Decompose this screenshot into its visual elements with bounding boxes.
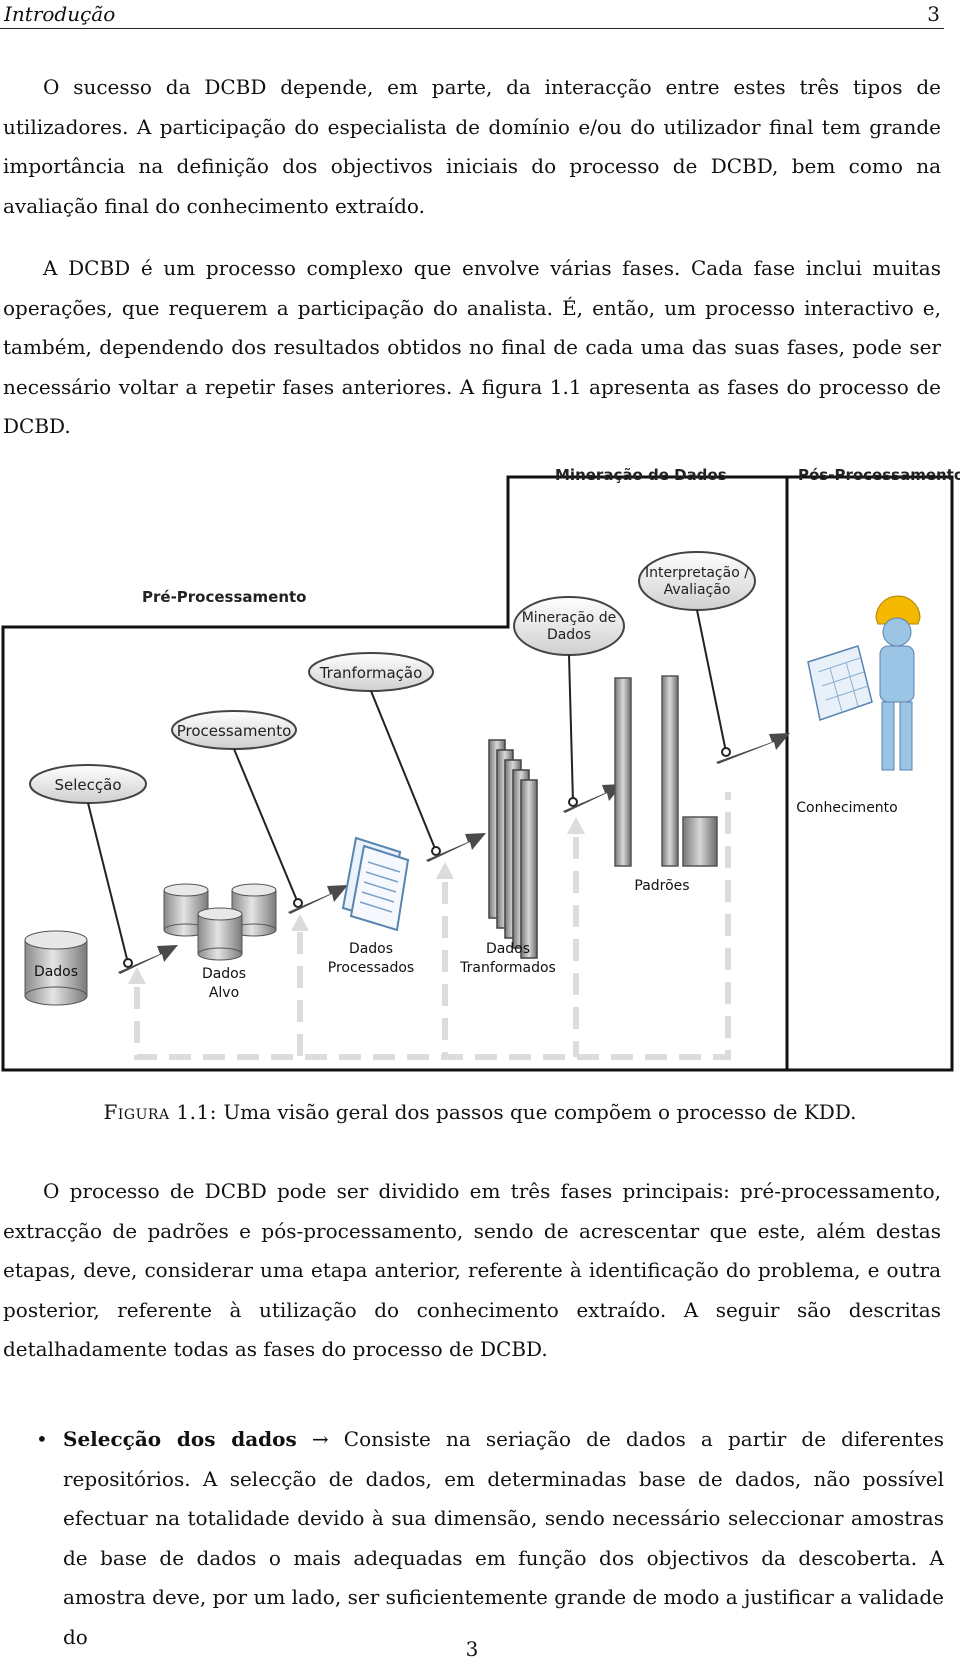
paragraph-1: O sucesso da DCBD depende, em parte, da … (3, 75, 941, 218)
step-transformation: Tranformação (308, 652, 434, 692)
node-target-label-1: Dados (202, 966, 246, 982)
step-interp-label-1: Interpretação / (645, 565, 749, 581)
page-number: 3 (465, 1637, 479, 1661)
bullet-text: Consiste na seriação de dados a partir d… (63, 1427, 945, 1649)
node-transformed-label-1: Dados (486, 941, 530, 957)
knowledge-worker-figure: Conhecimento (796, 595, 921, 816)
node-knowledge-label: Conhecimento (796, 800, 897, 816)
step-interp-label-2: Avaliação (664, 582, 731, 598)
step-connectors (87, 609, 731, 968)
kdd-process-figure: Mineração de Dados Pós-Processamento Pré… (0, 462, 960, 1092)
node-processed-label-1: Dados (349, 941, 393, 957)
caption-text: Uma visão geral dos passos que compõem o… (223, 1100, 857, 1124)
paragraph-3: O processo de DCBD pode ser dividido em … (3, 1179, 941, 1361)
caption-label: Figura 1.1: (103, 1100, 217, 1124)
process-arrows (118, 733, 790, 974)
dados-cylinder: Dados (24, 930, 88, 1006)
step-processing-label: Processamento (177, 722, 292, 740)
phase-label-mining: Mineração de Dados (555, 466, 727, 484)
transformed-data-stack: Dados Tranformados (459, 739, 556, 976)
kdd-diagram: Mineração de Dados Pós-Processamento Pré… (1, 466, 960, 1072)
step-mining: Mineração de Dados (513, 596, 625, 656)
step-selection-label: Selecção (54, 776, 121, 794)
step-transformation-label: Tranformação (319, 664, 423, 682)
bullet-arrow: → (311, 1427, 329, 1451)
step-mining-label-1: Mineração de (522, 610, 617, 626)
node-target-label-2: Alvo (209, 985, 239, 1001)
node-transformed-label-2: Tranformados (459, 960, 556, 976)
phase-label-pre: Pré-Processamento (142, 588, 307, 606)
list-item: • Selecção dos dados → Consiste na seria… (0, 1420, 944, 1657)
node-processed-label-2: Processados (328, 960, 414, 976)
bullet-term: Selecção dos dados (63, 1427, 297, 1451)
step-mining-label-2: Dados (547, 627, 591, 643)
figure-caption: Figura 1.1: Uma visão geral dos passos q… (0, 1100, 960, 1124)
node-data-label: Dados (34, 964, 78, 980)
target-data-cylinders: Dados Alvo (163, 883, 277, 1001)
bullet-dot: • (36, 1427, 48, 1451)
phase-list: • Selecção dos dados → Consiste na seria… (0, 1420, 944, 1657)
running-header: Introdução 3 (0, 0, 944, 29)
header-page-number: 3 (927, 2, 940, 26)
phase-label-post: Pós-Processamento (798, 466, 960, 484)
phases-outline (1, 475, 954, 1072)
chapter-title: Introdução (4, 2, 116, 26)
step-processing: Processamento (171, 710, 297, 750)
processed-data-document: Dados Processados (328, 836, 414, 976)
paragraph-2: A DCBD é um processo complexo que envolv… (3, 256, 941, 438)
feedback-arrowheads (128, 817, 585, 984)
node-patterns-label: Padrões (634, 878, 689, 894)
step-selection: Selecção (29, 764, 147, 804)
feedback-loop (134, 792, 731, 1060)
step-interpretation: Interpretação / Avaliação (638, 551, 756, 611)
patterns-bars: Padrões (614, 675, 718, 894)
